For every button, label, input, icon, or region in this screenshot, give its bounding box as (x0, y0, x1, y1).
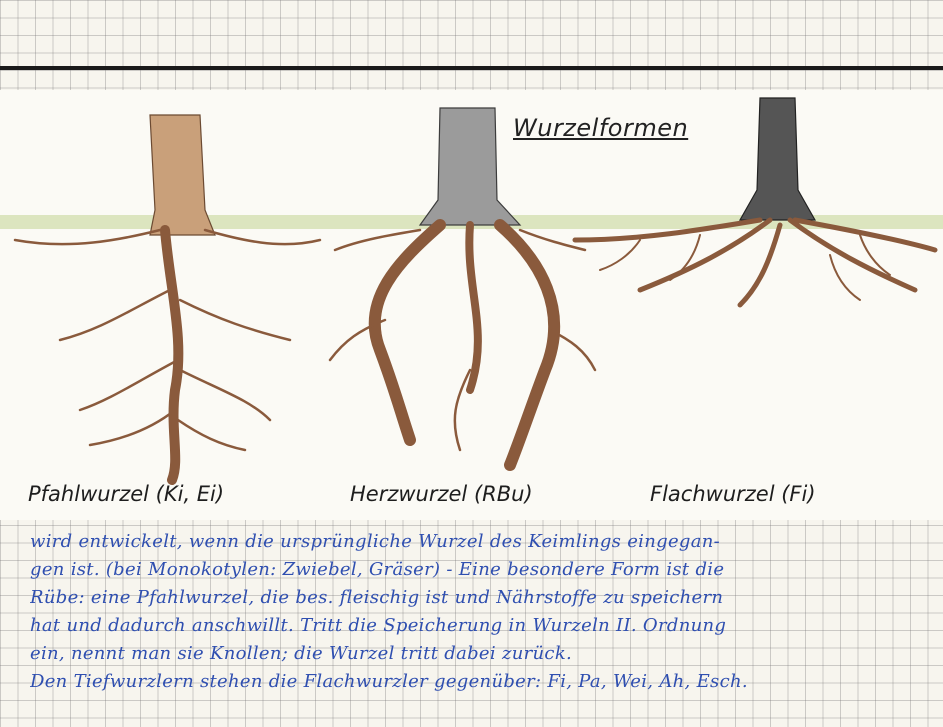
flatroot-trunk (740, 98, 815, 220)
heartroot-drawing (330, 108, 595, 465)
flatroot-lateral-roots (575, 220, 935, 305)
page-title: Wurzelformen (513, 114, 688, 142)
heartroot-left-root (375, 225, 440, 440)
taproot-main-root (165, 230, 178, 480)
note-line: gen ist. (bei Monokotylen: Zwiebel, Gräs… (30, 556, 930, 584)
top-rule-line (0, 66, 943, 70)
root-forms-illustration (0, 90, 943, 520)
handwritten-notes: wird entwickelt, wenn die ursprüngliche … (30, 528, 930, 696)
heartroot-label: Herzwurzel (RBu) (350, 482, 533, 506)
heartroot-right-root (500, 225, 554, 465)
note-line: ein, nennt man sie Knollen; die Wurzel t… (30, 640, 930, 668)
flatroot-label: Flachwurzel (Fi) (650, 482, 816, 506)
taproot-drawing (15, 115, 320, 480)
note-line: Rübe: eine Pfahlwurzel, die bes. fleisch… (30, 584, 930, 612)
heartroot-middle-root (469, 225, 478, 390)
note-line: Den Tiefwurzlern stehen die Flachwurzler… (30, 668, 930, 696)
heartroot-trunk (420, 108, 520, 225)
taproot-label: Pfahlwurzel (Ki, Ei) (28, 482, 224, 506)
note-line: wird entwickelt, wenn die ursprüngliche … (30, 528, 930, 556)
taproot-trunk (150, 115, 215, 235)
note-line: hat und dadurch anschwillt. Tritt die Sp… (30, 612, 930, 640)
